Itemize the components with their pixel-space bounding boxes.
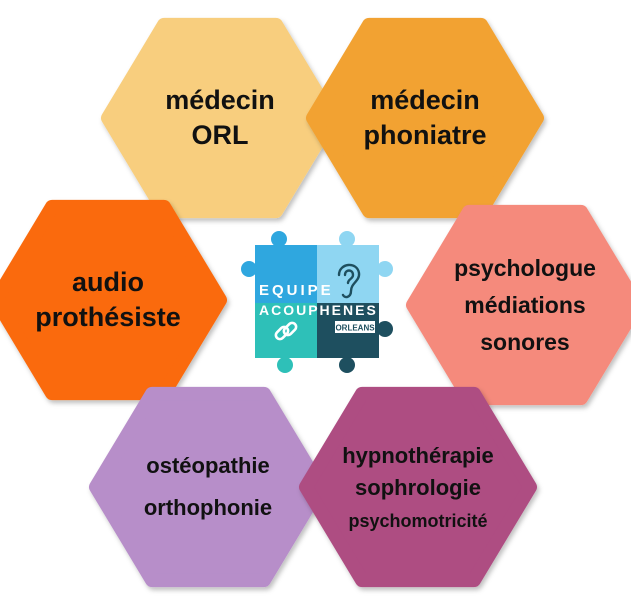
puzzle-knob <box>377 261 393 277</box>
hexagon-orl <box>101 17 339 219</box>
hexagon-osteo <box>89 386 327 588</box>
logo-badge-text: ORLEANS <box>335 324 375 333</box>
logo-line-equipe: EQUIPE <box>259 282 334 299</box>
equipe-acouphenes-logo: EQUIPE ACOUPHENES ORLEANS <box>241 231 393 373</box>
logo-line-acouphenes: ACOUPHENES <box>259 302 378 318</box>
logo-badge <box>335 321 375 333</box>
puzzle-piece-blue <box>255 245 317 303</box>
puzzle-knob <box>241 261 257 277</box>
hexagon-hypno <box>299 386 537 588</box>
puzzle-piece-light <box>317 245 379 303</box>
puzzle-knob <box>271 231 287 247</box>
hexagon-phoniatre <box>306 17 544 219</box>
puzzle-knob <box>377 321 393 337</box>
puzzle-knob <box>339 231 355 247</box>
hexagon-audio <box>0 199 227 401</box>
hexagon-psycho <box>406 204 631 406</box>
puzzle-knob <box>277 357 293 373</box>
puzzle-knob <box>339 357 355 373</box>
link-icon <box>274 321 298 341</box>
ear-icon <box>337 263 361 299</box>
puzzle-piece-teal <box>255 303 317 358</box>
